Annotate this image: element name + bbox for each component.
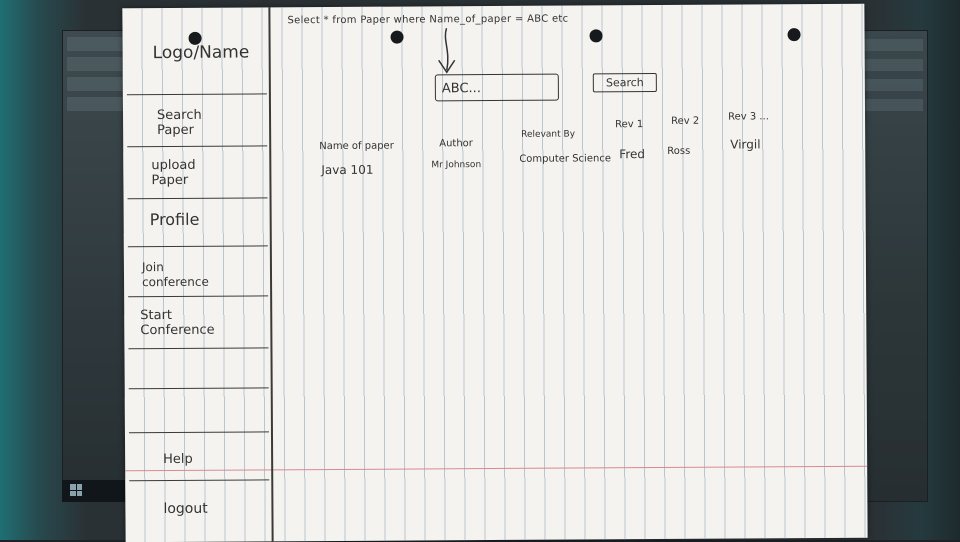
table-cell: Mr Johnson [431,160,482,171]
table-cell: Ross [667,145,691,157]
sidebar-item-label: Search Paper [156,107,202,139]
windows-logo-icon [70,484,82,496]
background-screen-right [858,30,928,502]
arrow-down-icon [438,28,456,74]
search-button[interactable]: Search [592,73,657,93]
sidebar-item-label: Start Conference [140,307,215,339]
punch-hole-icon [589,29,603,43]
punch-hole-icon [787,28,801,42]
search-input[interactable]: ABC... [434,73,559,102]
table-cell: Java 101 [321,162,374,178]
sidebar-item-start-conference[interactable]: Start Conference [128,295,269,350]
sidebar: Logo/Name Search Paper upload Paper Prof… [122,7,274,542]
column-header: Name of paper [319,140,394,153]
sidebar-item-help[interactable]: Help [128,431,270,482]
sidebar-empty-slot [128,347,269,390]
punch-hole-icon [390,30,404,44]
sidebar-item-upload-paper[interactable]: upload Paper [127,145,268,200]
logo-area: Logo/Name [126,7,267,96]
column-header: Author [439,138,473,150]
sidebar-item-label: Help [163,451,193,468]
paper-wireframe: Logo/Name Search Paper upload Paper Prof… [122,3,868,542]
column-header: Rev 3 ... [728,111,769,123]
sidebar-item-label: Join conference [141,260,209,290]
column-header: Rev 2 [671,115,700,127]
sidebar-item-profile[interactable]: Profile [127,197,268,248]
sidebar-item-label: upload Paper [151,157,196,189]
background-screen-left [62,30,134,502]
column-header: Rev 1 [615,119,644,131]
table-cell: Virgil [730,137,761,152]
sidebar-item-search-paper[interactable]: Search Paper [126,93,268,148]
sidebar-empty-slot [128,387,269,434]
table-cell: Fred [619,147,646,162]
logo-name: Logo/Name [152,42,250,64]
sidebar-item-logout[interactable]: logout [129,479,269,540]
sidebar-item-label: Profile [149,209,200,230]
sql-query-annotation: Select * from Paper where Name_of_paper … [287,13,569,27]
column-header: Relevant By [521,129,576,140]
sidebar-item-label: logout [163,500,208,518]
table-cell: Computer Science [519,153,611,165]
sidebar-item-join-conference[interactable]: Join conference [127,245,269,298]
background-taskbar [62,480,132,502]
